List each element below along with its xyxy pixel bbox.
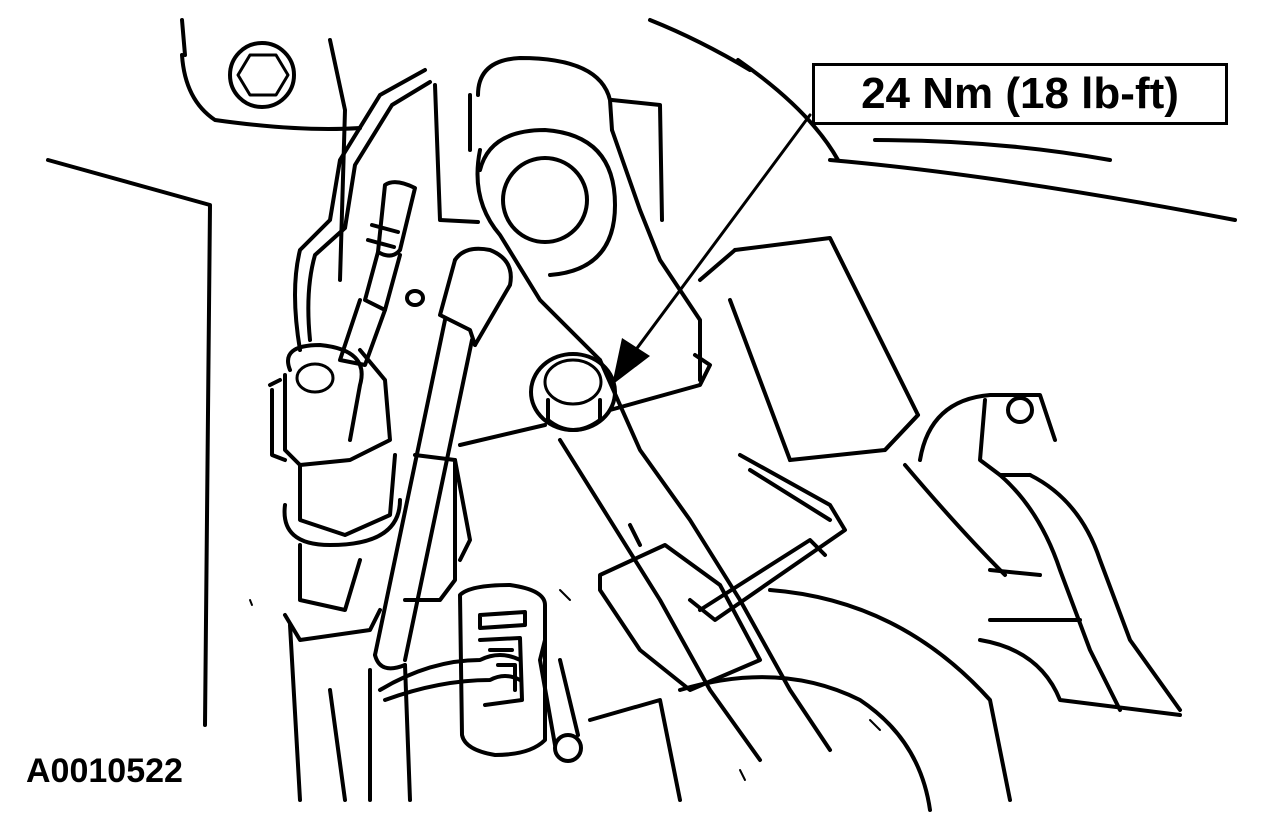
sensor-tube	[293, 68, 432, 352]
sensor-connector	[268, 343, 402, 612]
wire-bundle	[368, 653, 522, 802]
lever-pivot-hole	[478, 128, 617, 277]
hex-bolt-top-left	[228, 41, 296, 109]
mounting-bolt	[529, 352, 617, 432]
bracket-strap	[453, 353, 712, 562]
electrical-plug	[458, 583, 547, 757]
lower-channel	[283, 453, 457, 802]
figure-id-label: A0010522	[26, 752, 183, 790]
stamp-hole-left	[405, 289, 425, 307]
cable-rod	[373, 246, 513, 671]
upper-housing	[180, 18, 362, 282]
detail-marks	[249, 589, 881, 781]
vacuum-hose-fitting	[338, 180, 417, 367]
wire-clip-connector	[598, 453, 847, 692]
lower-right-housing	[588, 463, 1012, 812]
right-bracket	[918, 393, 1182, 717]
lever-arm	[433, 56, 832, 762]
module-block	[698, 236, 920, 462]
left-housing-panel	[46, 158, 212, 727]
upper-right-housing	[648, 18, 1237, 222]
torque-callout-box: 24 Nm (18 lb-ft)	[812, 63, 1228, 125]
torque-spec-label: 24 Nm (18 lb-ft)	[861, 69, 1179, 118]
ring-terminal	[538, 638, 583, 763]
bracket-hole-right	[1006, 396, 1034, 424]
callout-leader-arrow	[612, 113, 812, 385]
